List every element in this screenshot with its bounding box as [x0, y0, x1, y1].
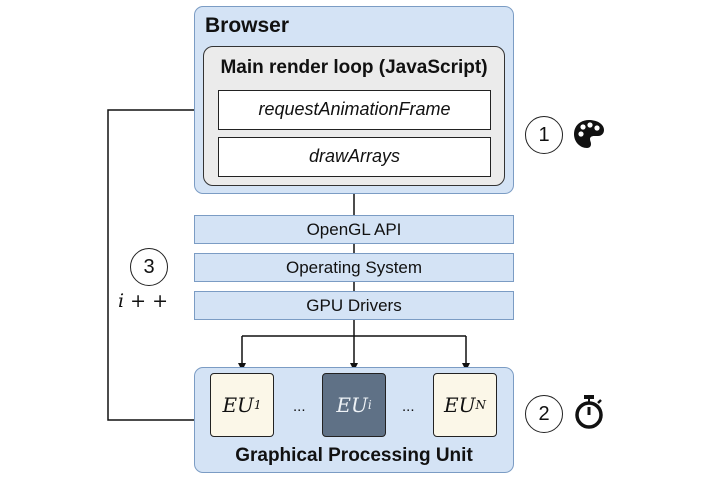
gpu-title: Graphical Processing Unit [235, 445, 473, 466]
draw-arrays-box: drawArrays [218, 137, 491, 177]
request-animation-frame-box: requestAnimationFrame [218, 90, 491, 130]
ellipsis-right: ... [402, 398, 415, 415]
layer-opengl-api: OpenGL API [194, 215, 514, 244]
eu-n-sub: N [475, 398, 486, 412]
eu-i-sub: i [367, 398, 372, 412]
eu-1-sub: 1 [253, 398, 262, 412]
layer-operating-system: Operating System [194, 253, 514, 282]
ellipsis-left: ... [293, 398, 306, 415]
palette-icon [574, 120, 604, 148]
stopwatch-icon [575, 395, 603, 429]
eu-1-label: EU [222, 393, 254, 417]
step-1-marker: 1 [525, 116, 563, 154]
layer-gpu-drivers: GPU Drivers [194, 291, 514, 320]
browser-title: Browser [205, 14, 290, 37]
step-3-marker: 3 [130, 248, 168, 286]
step-2-marker: 2 [525, 395, 563, 433]
feedback-loop-arrow [107, 106, 217, 421]
render-loop-title: Main render loop (JavaScript) [220, 57, 488, 78]
increment-label: i + + [118, 290, 168, 312]
eu-i-label: EU [336, 393, 368, 417]
eu-n-label: EU [444, 393, 476, 417]
